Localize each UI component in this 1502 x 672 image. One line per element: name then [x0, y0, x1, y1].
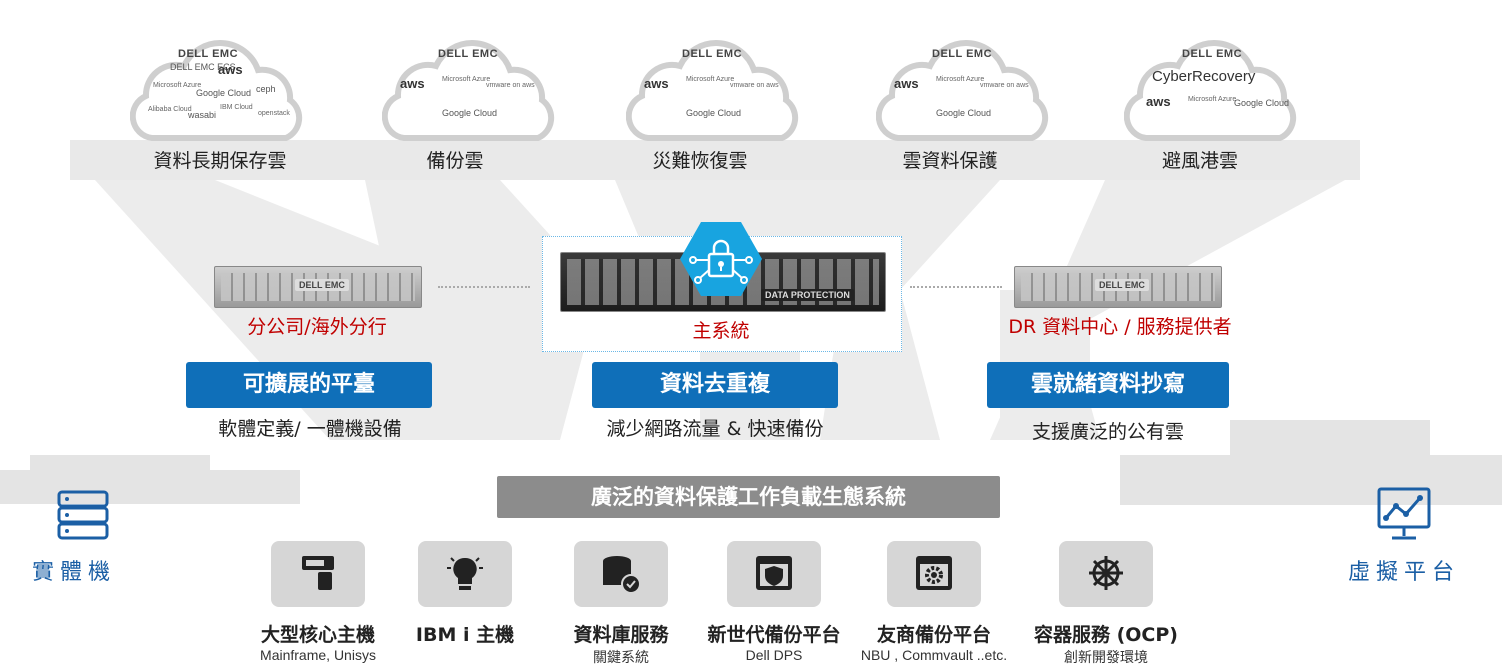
connector-left — [438, 286, 530, 288]
cloud-logo: DELL EMC — [1182, 48, 1243, 60]
cloud-logo: vmware on aws — [486, 82, 535, 89]
cloud-logo: Google Cloud — [442, 108, 498, 118]
cloud-label: 避風港雲 — [1161, 150, 1238, 172]
mainframe-icon — [302, 556, 334, 590]
cloud-label: 雲資料保護 — [902, 150, 998, 172]
workload-title: IBM i 主機 — [415, 624, 515, 646]
cloud-logo: Google Cloud — [196, 88, 252, 98]
dr-server: DELL EMC — [1014, 266, 1222, 308]
server-badge: DELL EMC — [1095, 279, 1149, 291]
workload-tile[interactable] — [1059, 541, 1153, 607]
virtual-platform-label: 虛擬平台 — [1348, 560, 1461, 585]
workload-tile[interactable] — [418, 541, 512, 607]
workload-tile[interactable] — [887, 541, 981, 607]
workload-title: 資料庫服務 — [573, 624, 669, 646]
cloud-logo: DELL EMC — [932, 48, 993, 60]
cloud-logo: Google Cloud — [936, 108, 992, 118]
server-badge: DATA PROTECTION — [761, 289, 854, 301]
cloud-logo: Microsoft Azure — [442, 76, 491, 83]
cloud-logo: openstack — [258, 110, 290, 117]
cloud-ready-button[interactable]: 雲就緒資料抄寫 — [987, 362, 1229, 408]
scalable-platform-desc: 軟體定義/ 一體機設備 — [218, 418, 402, 440]
cloud-label: 備份雲 — [426, 150, 484, 172]
physical-machine-label: 實體機 — [32, 560, 117, 585]
workload-title: 容器服務 (OCP) — [1033, 624, 1178, 646]
workload-subtitle: 創新開發環境 — [1064, 649, 1148, 665]
workload-tile[interactable] — [574, 541, 668, 607]
branch-server: DELL EMC — [214, 266, 422, 308]
cloud-logo: Microsoft Azure — [153, 82, 202, 89]
cloud-logo: aws — [400, 76, 425, 91]
workload-title: 大型核心主機 — [260, 624, 375, 646]
cloud-logo: DELL EMC ECS — [170, 62, 236, 72]
workload-tile[interactable] — [727, 541, 821, 607]
workload-subtitle: Mainframe, Unisys — [260, 647, 376, 663]
cloud-logo: Google Cloud — [686, 108, 742, 118]
scalable-platform-button[interactable]: 可擴展的平臺 — [186, 362, 432, 408]
cloud-logo: CyberRecovery — [1152, 68, 1256, 85]
workload-title: 新世代備份平台 — [707, 624, 841, 646]
database-icon — [603, 556, 641, 594]
cloud-label: 災難恢復雲 — [652, 150, 748, 172]
dedup-desc: 減少網路流量 & 快速備份 — [606, 418, 824, 440]
cloud-logo: aws — [218, 62, 243, 77]
workload-subtitle: 關鍵系統 — [593, 649, 649, 665]
cloud-logo: DELL EMC — [178, 48, 239, 60]
branch-label: 分公司/海外分行 — [247, 316, 387, 338]
dr-label: DR 資料中心 / 服務提供者 — [1008, 316, 1232, 338]
shield-window-icon — [756, 556, 792, 590]
main-system-label: 主系統 — [692, 320, 750, 342]
cloud-logo: wasabi — [188, 110, 217, 120]
gear-window-icon — [916, 556, 952, 590]
workload-title: 友商備份平台 — [876, 624, 991, 646]
cloud-logo: vmware on aws — [980, 82, 1029, 89]
workload-subtitle: Dell DPS — [745, 647, 803, 663]
cloud-logo: ceph — [256, 84, 276, 94]
cloud-ready-desc: 支援廣泛的公有雲 — [1031, 421, 1184, 443]
cloud-logo: Microsoft Azure — [1188, 96, 1237, 103]
helm-icon — [1089, 556, 1123, 590]
cloud-logo: vmware on aws — [730, 82, 779, 89]
lightbulb-icon — [447, 557, 483, 590]
cloud-logo: Microsoft Azure — [686, 76, 735, 83]
cloud-label: 資料長期保存雲 — [153, 150, 287, 172]
cloud-logo: DELL EMC — [438, 48, 499, 60]
ecosystem-title: 廣泛的資料保護工作負載生態系統 — [497, 476, 1000, 518]
cloud-logo: aws — [1146, 94, 1171, 109]
server-rack-icon — [57, 490, 109, 540]
cloud-logo: DELL EMC — [682, 48, 743, 60]
workload-subtitle: NBU , Commvault ..etc. — [860, 647, 1008, 663]
server-badge: DELL EMC — [295, 279, 349, 291]
lock-network-icon — [680, 222, 762, 296]
cloud-logo: aws — [894, 76, 919, 91]
cloud-logo: Microsoft Azure — [936, 76, 985, 83]
cloud-logo: IBM Cloud — [220, 104, 253, 111]
connector-right — [910, 286, 1002, 288]
workload-tile[interactable] — [271, 541, 365, 607]
dedup-button[interactable]: 資料去重複 — [592, 362, 838, 408]
cloud-logo: aws — [644, 76, 669, 91]
cloud-logo: Alibaba Cloud — [148, 106, 192, 113]
cloud-logo: Google Cloud — [1234, 98, 1290, 108]
monitor-chart-icon — [1377, 487, 1431, 540]
